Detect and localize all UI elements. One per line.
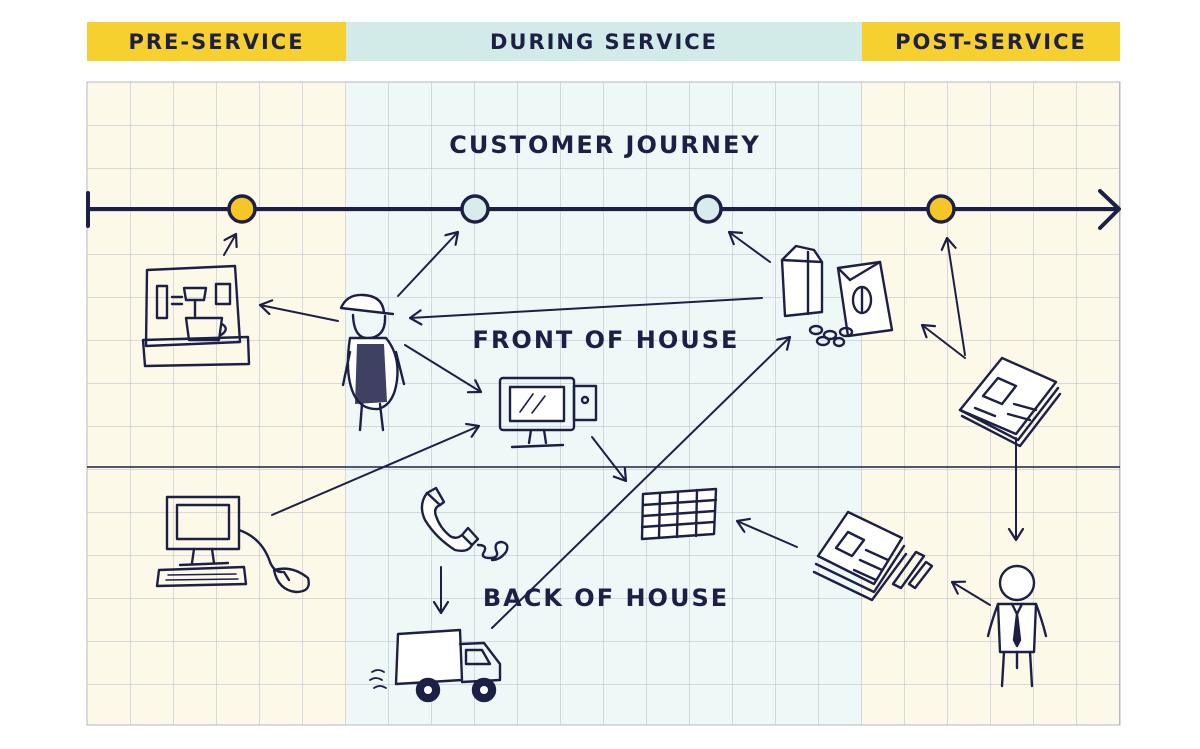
grid bbox=[87, 82, 1120, 725]
coffee-bags-icon bbox=[780, 244, 894, 348]
touchpoint-during-service-2 bbox=[693, 194, 723, 224]
manager-icon bbox=[986, 564, 1048, 688]
phase-header-pre-service: PRE-SERVICE bbox=[87, 22, 346, 61]
spreadsheet-icon bbox=[640, 487, 718, 541]
lane-label-front-of-house: FRONT OF HOUSE bbox=[473, 326, 740, 354]
desktop-computer-icon bbox=[155, 495, 310, 594]
arrow-newspaper-to-touchpoint bbox=[947, 238, 966, 356]
arrow-truck-to-coffee bbox=[491, 337, 790, 629]
arrow-computer-to-pos bbox=[271, 426, 479, 516]
lane-label-back-of-house: BACK OF HOUSE bbox=[483, 584, 729, 612]
arrow-coffee-to-barista bbox=[410, 297, 763, 318]
pos-terminal-icon bbox=[498, 376, 598, 449]
telephone-icon bbox=[420, 486, 509, 562]
arrow-coffee-to-touchpoint bbox=[729, 232, 771, 263]
arrow-barista-to-espresso bbox=[260, 305, 339, 322]
arrow-manager-to-documents bbox=[952, 582, 991, 606]
touchpoint-pre-service bbox=[227, 194, 257, 224]
lane-label-customer-journey: CUSTOMER JOURNEY bbox=[449, 131, 760, 159]
arrow-espresso-to-touchpoint bbox=[223, 234, 236, 256]
delivery-truck-icon bbox=[369, 628, 502, 703]
phase-header-post-service: POST-SERVICE bbox=[862, 22, 1120, 61]
arrow-barista-to-pos bbox=[404, 344, 481, 392]
flow-arrows bbox=[223, 232, 1016, 629]
newspaper-icon bbox=[958, 356, 1062, 448]
touchpoint-during-service-1 bbox=[460, 194, 490, 224]
arrow-pos-to-spreadsheet bbox=[591, 436, 626, 481]
documents-stack-icon bbox=[812, 510, 934, 602]
espresso-machine-icon bbox=[141, 264, 251, 368]
phase-header-during-service: DURING SERVICE bbox=[346, 22, 862, 61]
arrow-newspaper-to-coffee bbox=[922, 325, 966, 359]
touchpoint-post-service bbox=[926, 194, 956, 224]
arrow-documents-to-spreadsheet bbox=[737, 521, 798, 548]
barista-icon bbox=[339, 293, 406, 432]
arrow-barista-to-touchpoint bbox=[397, 232, 458, 297]
